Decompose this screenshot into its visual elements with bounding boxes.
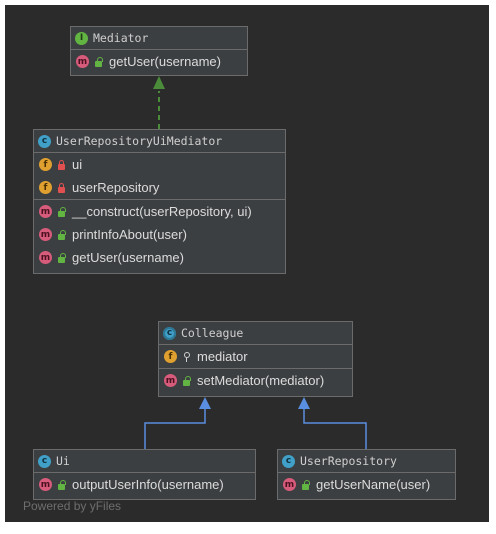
private-visibility-icon (57, 159, 66, 170)
diagram-canvas: I Mediator m getUser(username) c UserRep… (5, 5, 489, 522)
method-row[interactable]: m __construct(userRepository, ui) (34, 200, 285, 223)
field-label: mediator (197, 349, 248, 364)
field-icon: f (39, 158, 52, 171)
methods-section: m outputUserInfo(username) (34, 473, 255, 496)
generalization-arrowhead-ui (199, 397, 211, 409)
field-row[interactable]: f userRepository (34, 176, 285, 199)
watermark-text: Powered by yFiles (23, 499, 122, 513)
method-icon: m (39, 251, 52, 264)
method-row[interactable]: m getUser(username) (71, 50, 247, 73)
node-title: Mediator (93, 31, 149, 45)
public-visibility-icon (301, 479, 310, 490)
method-label: getUserName(user) (316, 477, 431, 492)
method-label: __construct(userRepository, ui) (72, 204, 252, 219)
method-label: getUser(username) (109, 54, 221, 69)
method-icon: m (76, 55, 89, 68)
method-row[interactable]: m printInfoAbout(user) (34, 223, 285, 246)
class-icon: c (38, 454, 51, 468)
public-visibility-icon (57, 229, 66, 240)
interface-icon: I (75, 31, 88, 45)
field-icon: f (164, 350, 177, 363)
method-row[interactable]: m getUser(username) (34, 246, 285, 269)
node-title: UserRepositoryUiMediator (56, 134, 223, 148)
methods-section: m getUserName(user) (278, 473, 455, 496)
user-repository-ui-mediator-node[interactable]: c UserRepositoryUiMediator f ui f userRe… (33, 129, 286, 274)
public-visibility-icon (57, 252, 66, 263)
method-label: printInfoAbout(user) (72, 227, 187, 242)
field-label: userRepository (72, 180, 160, 195)
edge-generalization-ui (144, 409, 206, 449)
methods-section: m getUser(username) (71, 50, 247, 73)
methods-section: m __construct(userRepository, ui) m prin… (34, 200, 285, 269)
user-repository-node[interactable]: c UserRepository m getUserName(user) (277, 449, 456, 500)
public-visibility-icon (57, 206, 66, 217)
colleague-header: c Colleague (159, 322, 352, 345)
ui-header: c Ui (34, 450, 255, 473)
method-icon: m (164, 374, 177, 387)
method-icon: m (283, 478, 296, 491)
private-visibility-icon (57, 182, 66, 193)
edges-layer (144, 76, 367, 449)
method-icon: m (39, 478, 52, 491)
method-row[interactable]: m setMediator(mediator) (159, 369, 352, 392)
method-icon: m (39, 205, 52, 218)
user-repository-header: c UserRepository (278, 450, 455, 473)
field-icon: f (39, 181, 52, 194)
realization-arrowhead (153, 76, 165, 89)
public-visibility-icon (182, 375, 191, 386)
mediator-header: I Mediator (71, 27, 247, 50)
fields-section: f ui f userRepository (34, 153, 285, 200)
method-label: setMediator(mediator) (197, 373, 325, 388)
protected-visibility-icon (182, 351, 191, 362)
ui-node[interactable]: c Ui m outputUserInfo(username) (33, 449, 256, 500)
edge-generalization-user-repository (303, 409, 367, 449)
field-row[interactable]: f mediator (159, 345, 352, 368)
mediator-node[interactable]: I Mediator m getUser(username) (70, 26, 248, 76)
colleague-node[interactable]: c Colleague f mediator m setMediator(med… (158, 321, 353, 397)
method-row[interactable]: m getUserName(user) (278, 473, 455, 496)
public-visibility-icon (94, 56, 103, 67)
method-row[interactable]: m outputUserInfo(username) (34, 473, 255, 496)
generalization-arrowhead-user-repository (298, 397, 310, 409)
class-icon: c (282, 454, 295, 468)
field-row[interactable]: f ui (34, 153, 285, 176)
user-repository-ui-mediator-header: c UserRepositoryUiMediator (34, 130, 285, 153)
method-label: getUser(username) (72, 250, 184, 265)
node-title: UserRepository (300, 454, 397, 468)
method-icon: m (39, 228, 52, 241)
node-title: Ui (56, 454, 70, 468)
node-title: Colleague (181, 326, 244, 340)
abstract-class-icon: c (163, 326, 176, 340)
public-visibility-icon (57, 479, 66, 490)
field-label: ui (72, 157, 83, 172)
class-icon: c (38, 134, 51, 148)
fields-section: f mediator (159, 345, 352, 369)
method-label: outputUserInfo(username) (72, 477, 224, 492)
methods-section: m setMediator(mediator) (159, 369, 352, 392)
